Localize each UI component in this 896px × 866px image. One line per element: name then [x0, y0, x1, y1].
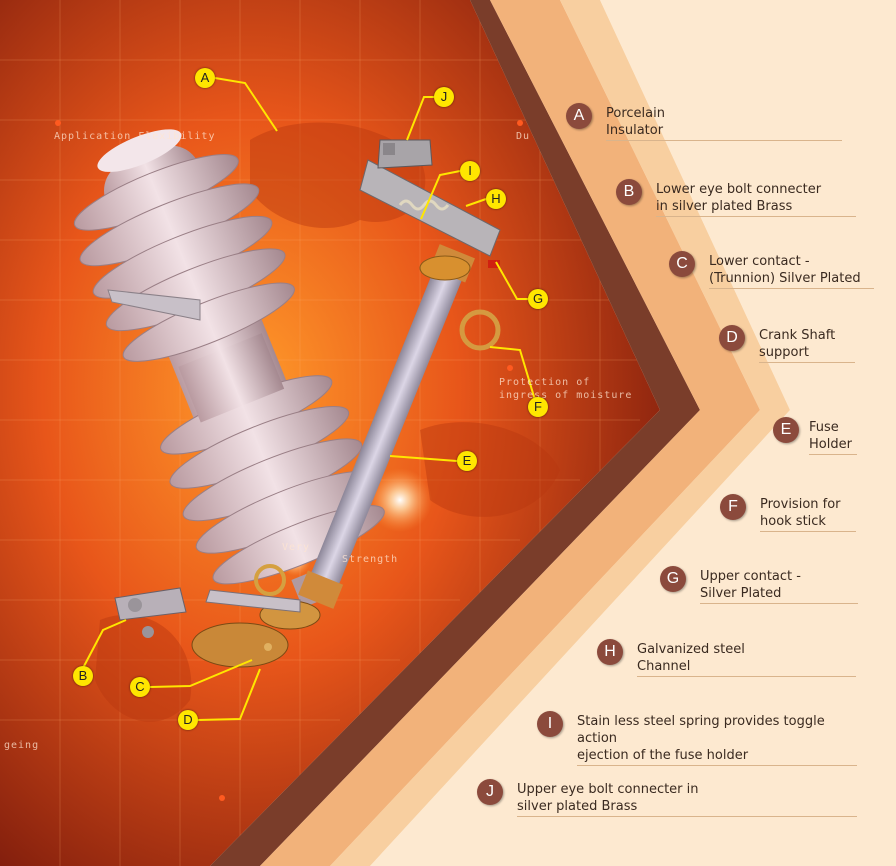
callout-D: D [178, 710, 198, 730]
legend-line-1: Galvanized steel [637, 642, 745, 657]
legend-item-e: E Fuse Holder [773, 417, 857, 455]
callout-B: B [73, 666, 93, 686]
legend-letter-circle: H [597, 639, 623, 665]
legend-letter-circle: A [566, 103, 592, 129]
legend-item-b: B Lower eye bolt connecter in silver pla… [616, 179, 856, 217]
legend-line-2: Insulator [606, 123, 664, 138]
legend-item-i: I Stain less steel spring provides toggl… [537, 711, 857, 766]
legend-letter-circle: C [669, 251, 695, 277]
legend-letter-circle: I [537, 711, 563, 737]
legend-line-1: Porcelain [606, 106, 665, 121]
callout-C: C [130, 677, 150, 697]
legend-item-a: A Porcelain Insulator [566, 103, 842, 141]
legend-line-1: Provision for [760, 497, 841, 512]
legend-letter-circle: D [719, 325, 745, 351]
legend-line-2: Holder [809, 437, 852, 452]
legend-letter-circle: G [660, 566, 686, 592]
legend-line-2: ejection of the fuse holder [577, 748, 749, 763]
caption-protection-line-2: ingress of moisture [499, 390, 633, 401]
legend-line-2: in silver plated Brass [656, 199, 793, 214]
caption-dur-fragment: Du [516, 131, 531, 142]
callout-J: J [434, 87, 454, 107]
legend-text: Porcelain Insulator [606, 103, 842, 141]
legend-text: Stain less steel spring provides toggle … [577, 711, 857, 766]
legend-text: Galvanized steel Channel [637, 639, 856, 677]
legend-line-2: (Trunnion) Silver Plated [709, 271, 861, 286]
legend-line-1: Upper eye bolt connecter in [517, 782, 699, 797]
legend-line-2: hook stick [760, 514, 826, 529]
legend-text: Upper eye bolt connecter in silver plate… [517, 779, 857, 817]
callout-A: A [195, 68, 215, 88]
legend-text: Provision for hook stick [760, 494, 856, 532]
legend-item-d: D Crank Shaft support [719, 325, 855, 363]
legend-item-h: H Galvanized steel Channel [597, 639, 856, 677]
legend-item-j: J Upper eye bolt connecter in silver pla… [477, 779, 857, 817]
legend-line-2: support [759, 345, 809, 360]
caption-strength-fragment: Strength [342, 554, 399, 565]
callout-G: G [528, 289, 548, 309]
callout-E: E [457, 451, 477, 471]
legend-line-2: Channel [637, 659, 691, 674]
legend-text: Fuse Holder [809, 417, 857, 455]
legend-text: Crank Shaft support [759, 325, 855, 363]
legend-line-1: Fuse [809, 420, 839, 435]
legend-line-2: Silver Plated [700, 586, 782, 601]
caption-application-flexibility: Application Flexibility [54, 131, 216, 142]
legend-line-1: Crank Shaft [759, 328, 836, 343]
legend-letter-circle: J [477, 779, 503, 805]
legend-line-1: Stain less steel spring provides toggle … [577, 714, 825, 746]
legend-line-1: Upper contact - [700, 569, 801, 584]
callout-I: I [460, 161, 480, 181]
legend-item-f: F Provision for hook stick [720, 494, 856, 532]
legend-letter-circle: E [773, 417, 799, 443]
legend-letter-circle: F [720, 494, 746, 520]
legend-text: Upper contact - Silver Plated [700, 566, 858, 604]
callout-H: H [486, 189, 506, 209]
legend-line-2: silver plated Brass [517, 799, 638, 814]
callout-F: F [528, 397, 548, 417]
legend-item-g: G Upper contact - Silver Plated [660, 566, 858, 604]
legend-line-1: Lower contact - [709, 254, 810, 269]
legend-item-c: C Lower contact - (Trunnion) Silver Plat… [669, 251, 874, 289]
legend-letter-circle: B [616, 179, 642, 205]
legend-line-1: Lower eye bolt connecter [656, 182, 822, 197]
caption-very: Very [282, 542, 311, 553]
legend-text: Lower contact - (Trunnion) Silver Plated [709, 251, 874, 289]
caption-protection-line-1: Protection of [499, 377, 591, 388]
caption-ageing-fragment: geing [4, 740, 40, 751]
legend-text: Lower eye bolt connecter in silver plate… [656, 179, 856, 217]
